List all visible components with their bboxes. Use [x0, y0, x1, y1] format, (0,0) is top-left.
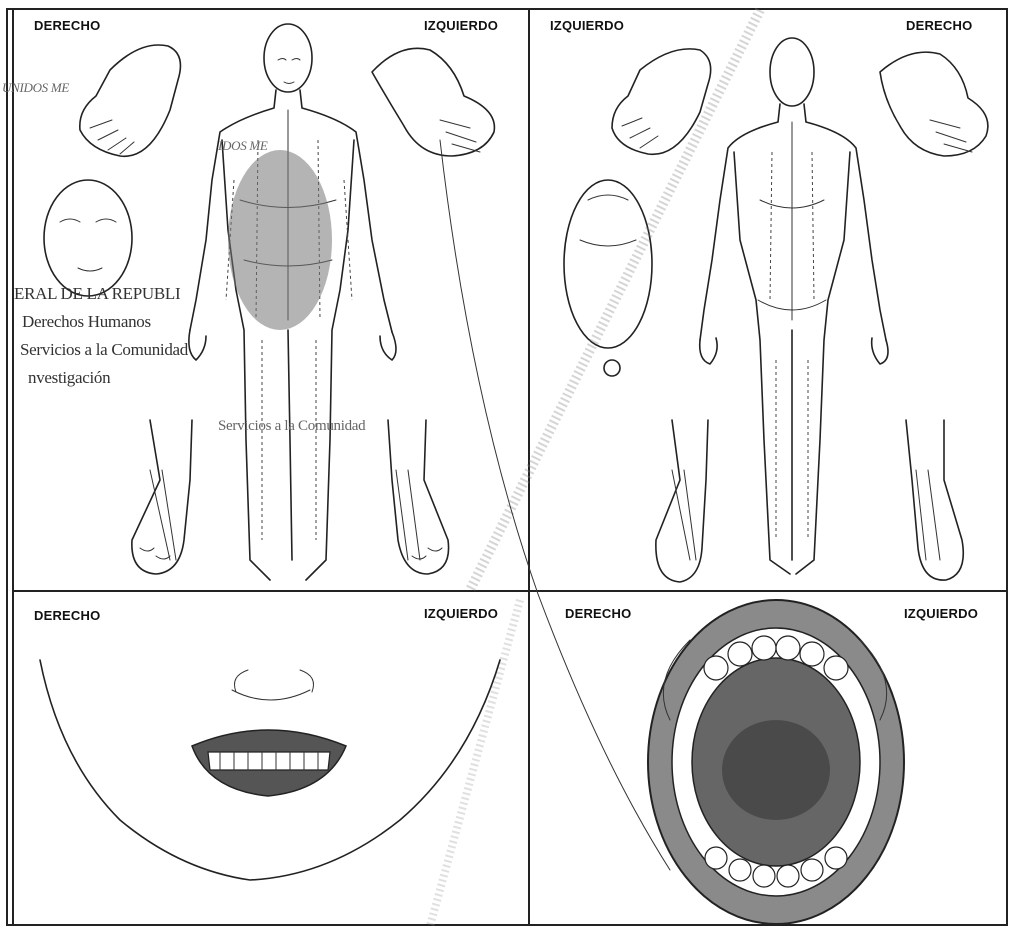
- stamp-line-servicios: Servicios a la Comunidad: [20, 340, 188, 360]
- stamp-line-republica: ERAL DE LA REPUBLI: [14, 284, 180, 304]
- back-body-figure: [564, 38, 988, 582]
- stamp-seal-text: UNIDOS ME: [2, 80, 69, 96]
- stamp-line-servicios-2: Servicios a la Comunidad: [218, 418, 365, 435]
- stamp-seal-text-2: IDOS ME: [218, 138, 268, 154]
- stamp-line-derechos: Derechos Humanos: [22, 312, 151, 332]
- mouth-figure: [648, 600, 904, 924]
- stamp-line-investigacion: nvestigación: [28, 368, 110, 388]
- face-figure: [40, 660, 500, 880]
